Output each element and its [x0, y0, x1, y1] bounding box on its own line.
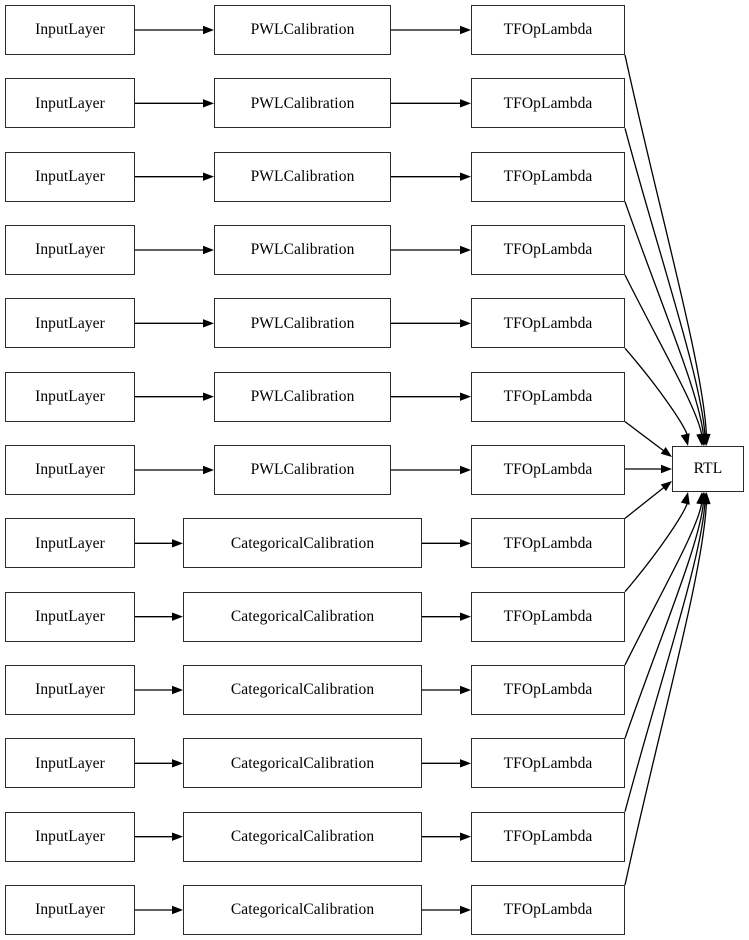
node-rtl-output-label: RTL: [693, 460, 723, 478]
node-categorical-calibration-8[interactable]: CategoricalCalibration: [183, 518, 422, 569]
node-categorical-calibration-13[interactable]: CategoricalCalibration: [183, 884, 422, 935]
node-input-layer-12-label: InputLayer: [35, 827, 105, 845]
node-pwl-calibration-6[interactable]: PWLCalibration: [214, 371, 391, 422]
node-input-layer-2-label: InputLayer: [35, 94, 105, 112]
node-categorical-calibration-11[interactable]: CategoricalCalibration: [183, 738, 422, 789]
node-input-layer-11-label: InputLayer: [35, 754, 105, 772]
node-tfoplambda-6[interactable]: TFOpLambda: [471, 371, 625, 422]
node-tfoplambda-10-label: TFOpLambda: [503, 681, 593, 699]
node-categorical-calibration-9[interactable]: CategoricalCalibration: [183, 591, 422, 642]
node-tfoplambda-8[interactable]: TFOpLambda: [471, 518, 625, 569]
node-input-layer-8[interactable]: InputLayer: [5, 518, 135, 569]
node-categorical-calibration-8-label: CategoricalCalibration: [230, 534, 375, 552]
node-tfoplambda-12-label: TFOpLambda: [503, 827, 593, 845]
node-input-layer-2[interactable]: InputLayer: [5, 78, 135, 129]
node-pwl-calibration-4-label: PWLCalibration: [250, 241, 355, 259]
node-pwl-calibration-6-label: PWLCalibration: [250, 387, 355, 405]
node-categorical-calibration-11-label: CategoricalCalibration: [230, 754, 375, 772]
node-tfoplambda-12[interactable]: TFOpLambda: [471, 811, 625, 862]
node-pwl-calibration-4[interactable]: PWLCalibration: [214, 224, 391, 275]
node-input-layer-1-label: InputLayer: [35, 21, 105, 39]
node-rtl-output[interactable]: RTL: [672, 446, 744, 492]
node-tfoplambda-9[interactable]: TFOpLambda: [471, 591, 625, 642]
node-tfoplambda-5-label: TFOpLambda: [503, 314, 593, 332]
node-input-layer-7-label: InputLayer: [35, 461, 105, 479]
node-pwl-calibration-1[interactable]: PWLCalibration: [214, 5, 391, 55]
node-pwl-calibration-3-label: PWLCalibration: [250, 167, 355, 185]
node-input-layer-9[interactable]: InputLayer: [5, 591, 135, 642]
node-tfoplambda-4[interactable]: TFOpLambda: [471, 224, 625, 275]
node-tfoplambda-7[interactable]: TFOpLambda: [471, 444, 625, 495]
node-input-layer-6-label: InputLayer: [35, 387, 105, 405]
node-input-layer-9-label: InputLayer: [35, 607, 105, 625]
node-input-layer-5[interactable]: InputLayer: [5, 298, 135, 349]
node-tfoplambda-11[interactable]: TFOpLambda: [471, 738, 625, 789]
node-tfoplambda-1[interactable]: TFOpLambda: [471, 5, 625, 55]
node-tfoplambda-13-label: TFOpLambda: [503, 901, 593, 919]
node-pwl-calibration-1-label: PWLCalibration: [250, 21, 355, 39]
node-tfoplambda-13[interactable]: TFOpLambda: [471, 884, 625, 935]
node-tfoplambda-1-label: TFOpLambda: [503, 21, 593, 39]
node-categorical-calibration-12-label: CategoricalCalibration: [230, 827, 375, 845]
node-input-layer-11[interactable]: InputLayer: [5, 738, 135, 789]
node-input-layer-6[interactable]: InputLayer: [5, 371, 135, 422]
node-tfoplambda-11-label: TFOpLambda: [503, 754, 593, 772]
node-tfoplambda-2[interactable]: TFOpLambda: [471, 78, 625, 129]
node-input-layer-4-label: InputLayer: [35, 241, 105, 259]
node-tfoplambda-5[interactable]: TFOpLambda: [471, 298, 625, 349]
node-pwl-calibration-5[interactable]: PWLCalibration: [214, 298, 391, 349]
node-pwl-calibration-5-label: PWLCalibration: [250, 314, 355, 332]
node-categorical-calibration-10-label: CategoricalCalibration: [230, 681, 375, 699]
node-tfoplambda-9-label: TFOpLambda: [503, 607, 593, 625]
node-tfoplambda-4-label: TFOpLambda: [503, 241, 593, 259]
node-input-layer-13-label: InputLayer: [35, 901, 105, 919]
node-pwl-calibration-7[interactable]: PWLCalibration: [214, 444, 391, 495]
node-input-layer-7[interactable]: InputLayer: [5, 444, 135, 495]
node-tfoplambda-2-label: TFOpLambda: [503, 94, 593, 112]
node-input-layer-1[interactable]: InputLayer: [5, 5, 135, 55]
node-input-layer-8-label: InputLayer: [35, 534, 105, 552]
node-input-layer-12[interactable]: InputLayer: [5, 811, 135, 862]
node-tfoplambda-7-label: TFOpLambda: [503, 461, 593, 479]
node-tfoplambda-3-label: TFOpLambda: [503, 167, 593, 185]
node-categorical-calibration-9-label: CategoricalCalibration: [230, 607, 375, 625]
node-tfoplambda-10[interactable]: TFOpLambda: [471, 664, 625, 715]
node-tfoplambda-6-label: TFOpLambda: [503, 387, 593, 405]
node-input-layer-4[interactable]: InputLayer: [5, 224, 135, 275]
node-input-layer-10-label: InputLayer: [35, 681, 105, 699]
node-tfoplambda-3[interactable]: TFOpLambda: [471, 151, 625, 202]
node-pwl-calibration-7-label: PWLCalibration: [250, 461, 355, 479]
node-pwl-calibration-2-label: PWLCalibration: [250, 94, 355, 112]
node-input-layer-5-label: InputLayer: [35, 314, 105, 332]
node-tfoplambda-8-label: TFOpLambda: [503, 534, 593, 552]
node-pwl-calibration-3[interactable]: PWLCalibration: [214, 151, 391, 202]
node-pwl-calibration-2[interactable]: PWLCalibration: [214, 78, 391, 129]
node-input-layer-3[interactable]: InputLayer: [5, 151, 135, 202]
node-categorical-calibration-13-label: CategoricalCalibration: [230, 901, 375, 919]
node-categorical-calibration-12[interactable]: CategoricalCalibration: [183, 811, 422, 862]
node-categorical-calibration-10[interactable]: CategoricalCalibration: [183, 664, 422, 715]
node-input-layer-10[interactable]: InputLayer: [5, 664, 135, 715]
node-input-layer-3-label: InputLayer: [35, 167, 105, 185]
node-input-layer-13[interactable]: InputLayer: [5, 884, 135, 935]
